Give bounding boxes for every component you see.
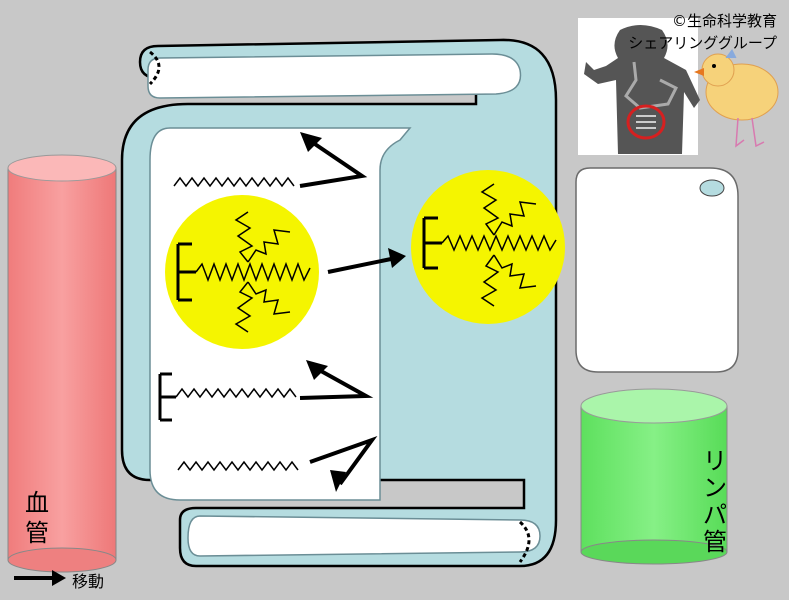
human-digestive-icon — [578, 18, 700, 155]
fatty-acid-top — [173, 176, 295, 188]
tube-opening-top — [148, 50, 161, 86]
tube-opening-bottom — [518, 520, 531, 563]
legend-arrow-icon — [14, 570, 66, 586]
lymph-vessel-label: リンパ管 — [703, 447, 727, 556]
arrow-heads — [300, 132, 406, 492]
copyright-line1: ©生命科学教育 — [671, 12, 777, 30]
monoglyceride-bottom — [158, 372, 297, 422]
legend-move-label: 移動 — [72, 572, 105, 591]
micelle-left — [165, 195, 319, 349]
copyright-text: ©生命科学教育 シェアリンググループ — [628, 10, 777, 54]
copyright-line2: シェアリンググループ — [628, 34, 777, 52]
micelle-right — [411, 170, 565, 324]
fatty-acid-bottom — [177, 460, 299, 472]
arrow-icon — [299, 136, 397, 486]
lymph-cell-area — [575, 167, 739, 373]
blood-vessel — [7, 154, 117, 573]
chick-mascot-icon — [694, 49, 779, 148]
lymph-vessel — [580, 388, 728, 565]
blood-vessel-label: 血管 — [25, 489, 49, 547]
